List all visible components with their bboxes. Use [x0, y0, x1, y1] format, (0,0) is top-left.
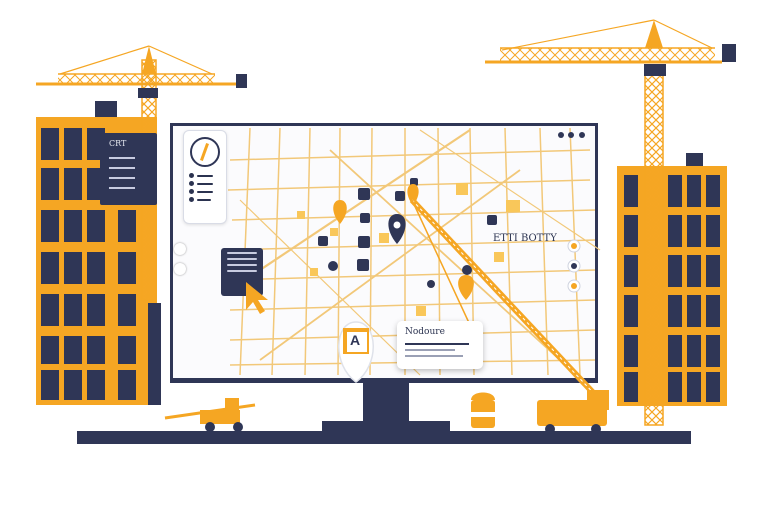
location-pin-icon [388, 214, 406, 244]
building-icon [487, 215, 497, 225]
marker-icon [328, 261, 338, 271]
traffic-barrel-icon [471, 392, 495, 428]
marker-icon [427, 280, 435, 288]
tooltip-title: Nodoure [405, 327, 445, 337]
building-icon [410, 178, 418, 186]
map-place-label: ETTI BOTTY [493, 233, 557, 244]
map-tooltip: Nodoure [397, 321, 483, 369]
map-tool-button[interactable] [174, 243, 186, 255]
cursor-icon [246, 282, 268, 314]
truck-icon [537, 390, 609, 434]
map-card-letter: A [350, 332, 361, 348]
map-crane-icon [409, 197, 603, 403]
ground [77, 431, 691, 444]
building-icon [318, 236, 328, 246]
building-icon [395, 191, 405, 201]
location-pin-icon [333, 200, 347, 224]
building-icon [360, 213, 370, 223]
right-building [617, 153, 727, 406]
map-tool-button[interactable] [174, 263, 186, 275]
marker-icon [462, 265, 472, 275]
excavator-icon [164, 398, 256, 432]
left-side-panel: CRT [100, 133, 157, 205]
map-markers [318, 178, 497, 383]
panel-title: CRT [109, 139, 127, 148]
building-icon [358, 236, 370, 248]
location-pin-icon [458, 275, 474, 300]
floating-info-panel [221, 248, 263, 296]
map-controls[interactable] [558, 132, 585, 293]
map-blocks [297, 183, 520, 316]
building-icon [358, 188, 370, 200]
right-tower-crane-icon [485, 19, 736, 426]
building-icon [357, 259, 369, 271]
compass-icon [190, 137, 220, 167]
map-sidebar-card [183, 130, 227, 224]
